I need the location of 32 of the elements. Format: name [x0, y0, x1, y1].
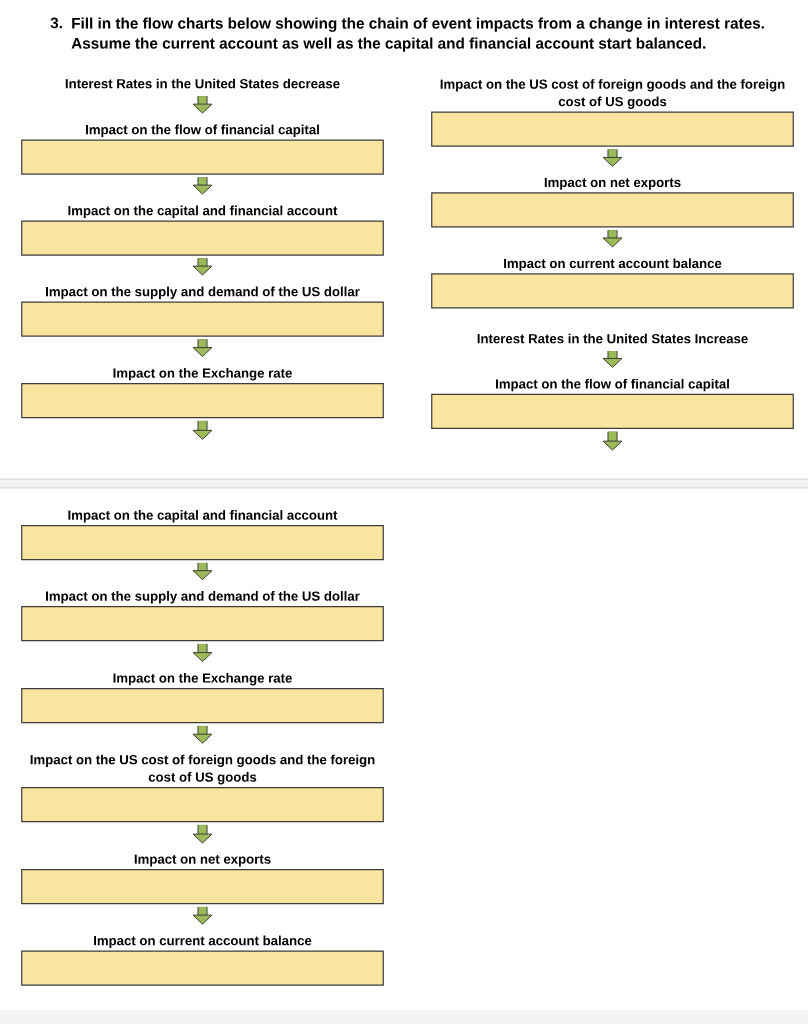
block-arrow: [192, 177, 213, 195]
box-heading: Impact on the capital and financial account: [68, 510, 338, 523]
start-text: Interest Rates in the United States Increase: [477, 333, 748, 344]
start-text: Interest Rates in the United States decrease: [65, 78, 340, 89]
box-heading: Impact on net exports: [544, 177, 681, 190]
block-arrow: [192, 824, 213, 844]
box-heading: Impact on current account balance: [94, 935, 312, 948]
block-arrow: [192, 725, 213, 744]
block-arrow: [192, 643, 213, 662]
box-heading: Impact on the flow of financial capital: [86, 124, 319, 137]
box-heading: Impact on the supply and demand of the US dollar: [46, 286, 360, 299]
box-heading: Impact on current account balance: [504, 258, 722, 271]
block-arrow: [192, 258, 213, 276]
box-heading: Impact on the Exchange rate: [113, 368, 292, 381]
title: Fill in the flow charts below showing the chain of event impacts from a change in interest rates. Assume the current account as well as the capital and financial account start balanced.: [71, 17, 764, 52]
block-arrow: [192, 339, 213, 357]
block-arrow: [602, 149, 623, 167]
box-heading: Impact on the Exchange rate: [113, 673, 292, 686]
block-arrow: [602, 431, 623, 451]
question-number: 3.: [50, 17, 62, 29]
box-heading: Impact on the supply and demand of the US dollar: [46, 591, 360, 604]
box-heading: Impact on the US cost of foreign goods and the foreign cost of US goods: [30, 754, 375, 785]
box-heading: Impact on the flow of financial capital: [496, 378, 729, 392]
box-heading: Impact on net exports: [134, 854, 271, 867]
block-arrow: [602, 230, 623, 248]
block-arrow: [192, 96, 213, 114]
block-arrow: [602, 351, 623, 368]
block-arrow: [192, 420, 213, 440]
block-arrow: [192, 562, 213, 581]
box-heading: Impact on the capital and financial account: [68, 205, 338, 218]
block-arrow: [192, 906, 213, 925]
box-heading: Impact on the US cost of foreign goods and the foreign cost of US goods: [440, 79, 785, 109]
